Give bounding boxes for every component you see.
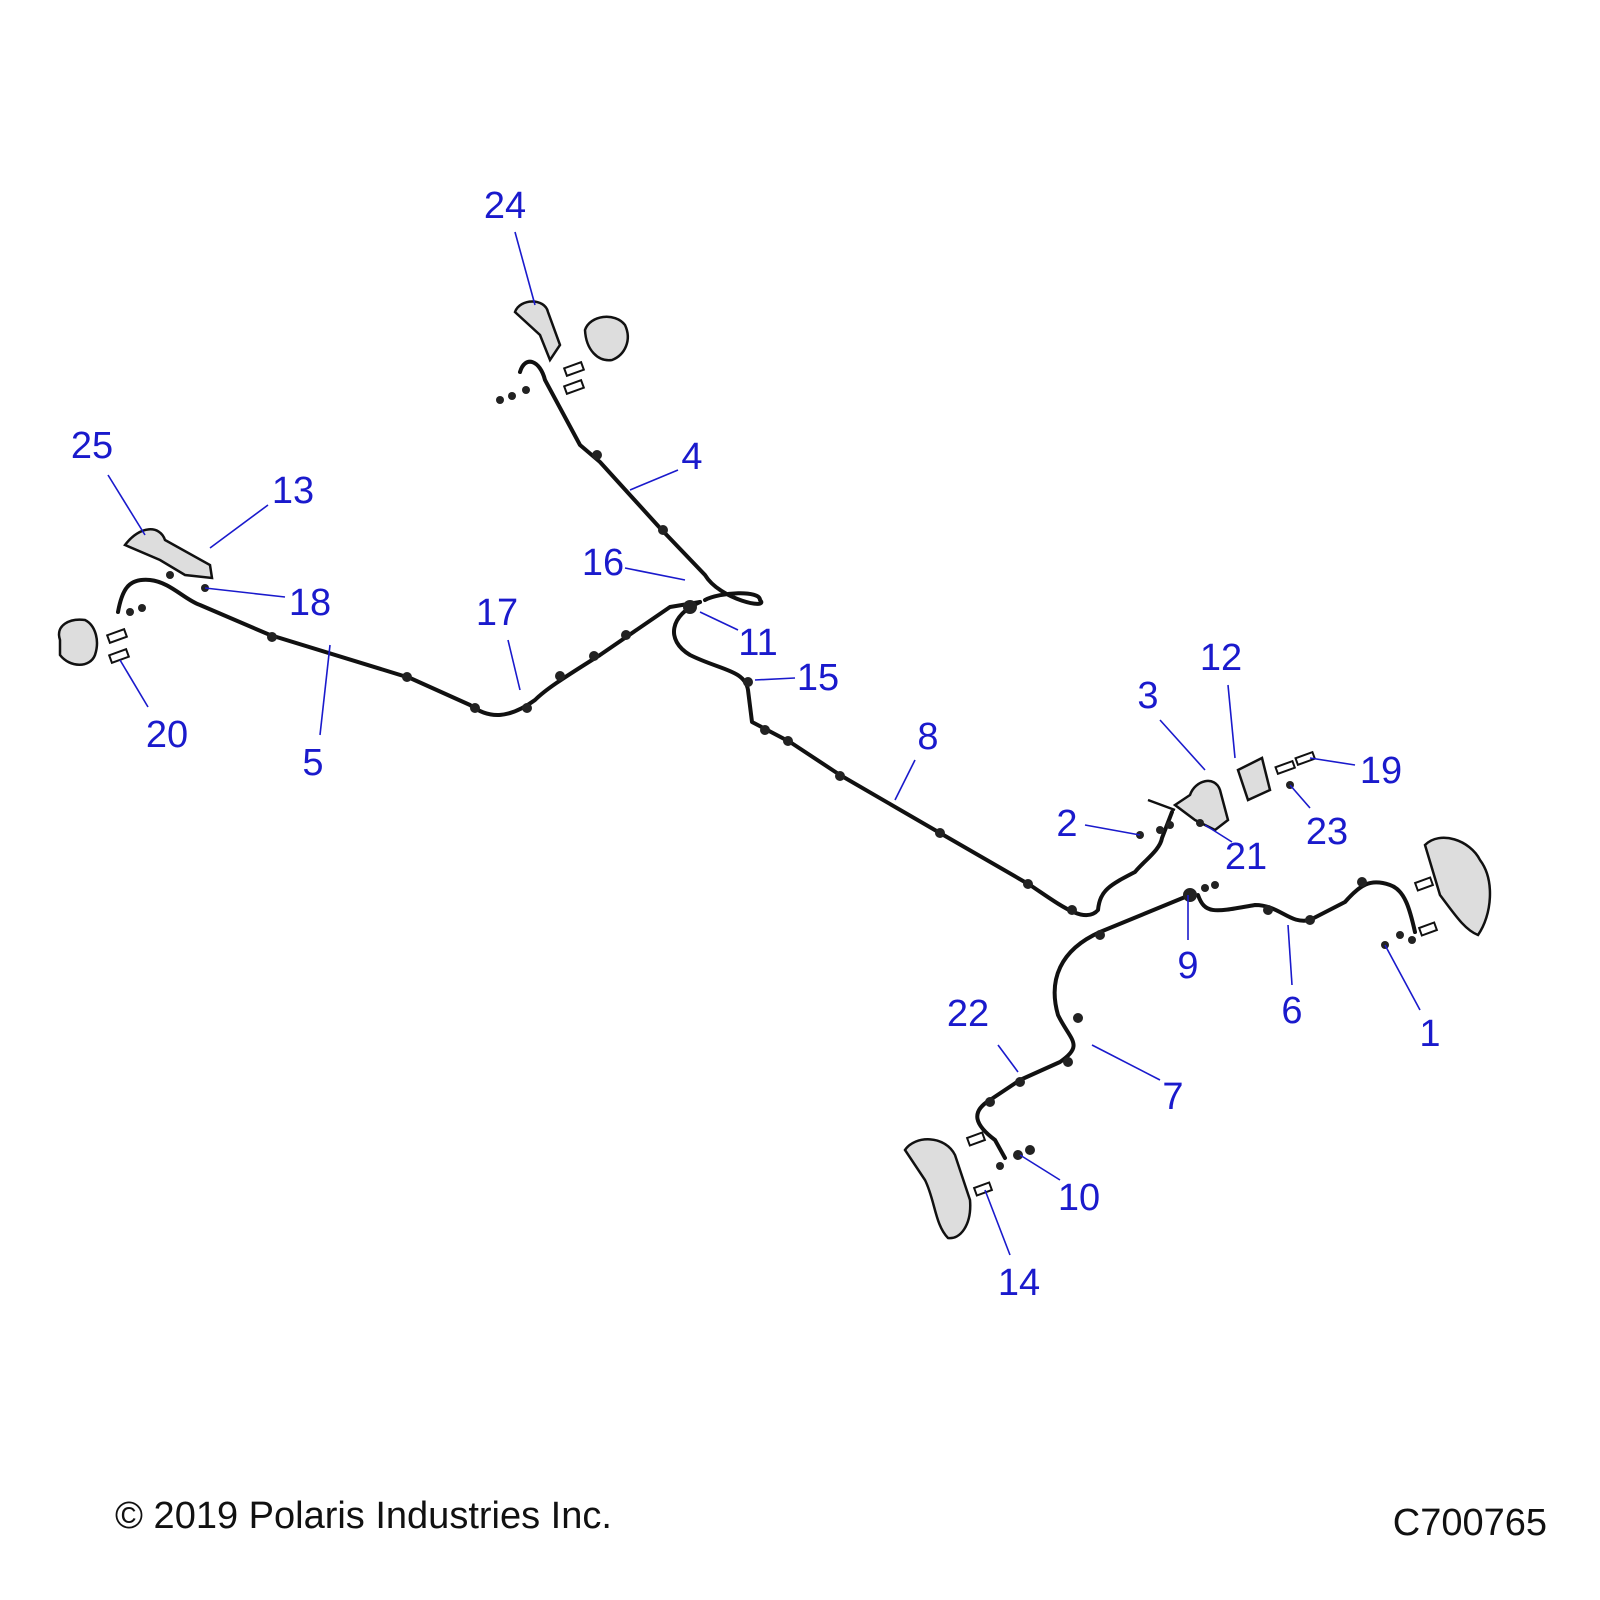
bracket-25 bbox=[123, 528, 214, 580]
callout-19: 19 bbox=[1360, 750, 1402, 792]
callout-4: 4 bbox=[681, 436, 702, 478]
callout-2: 2 bbox=[1056, 803, 1077, 845]
callout-17: 17 bbox=[476, 592, 518, 634]
callout-20: 20 bbox=[146, 714, 188, 756]
callout-10: 10 bbox=[1058, 1177, 1100, 1219]
callout-23: 23 bbox=[1306, 811, 1348, 853]
callout-labels: 1 2 3 4 5 6 7 8 9 10 11 12 13 14 15 16 1… bbox=[71, 185, 1441, 1304]
copyright-text: © 2019 Polaris Industries Inc. bbox=[115, 1495, 612, 1537]
brake-line-4 bbox=[518, 359, 764, 606]
master-cylinder-3 bbox=[1147, 779, 1230, 832]
callout-14: 14 bbox=[998, 1262, 1040, 1304]
callout-16: 16 bbox=[582, 542, 624, 584]
callout-21: 21 bbox=[1225, 836, 1267, 878]
fasteners bbox=[105, 360, 1439, 1197]
brake-line-7 bbox=[975, 893, 1192, 1160]
caliper-rear-right bbox=[1423, 836, 1492, 937]
bracket-24 bbox=[513, 300, 562, 363]
reservoir-12 bbox=[1236, 756, 1272, 802]
callout-11: 11 bbox=[738, 622, 777, 664]
callout-25: 25 bbox=[71, 425, 113, 467]
line-clips bbox=[267, 450, 1367, 1107]
callout-15: 15 bbox=[797, 657, 839, 699]
callout-22: 22 bbox=[947, 993, 989, 1035]
caliper-rear-left bbox=[903, 1138, 972, 1240]
callout-24: 24 bbox=[484, 185, 526, 227]
callout-9: 9 bbox=[1177, 945, 1198, 987]
callout-6: 6 bbox=[1281, 990, 1302, 1032]
caliper-front-left bbox=[57, 618, 99, 666]
brake-line-6 bbox=[1196, 880, 1417, 934]
callout-3: 3 bbox=[1137, 675, 1158, 717]
brake-line-8 bbox=[672, 600, 1174, 918]
brake-line-5 bbox=[116, 577, 702, 718]
callout-8: 8 bbox=[917, 716, 938, 758]
callout-leaders bbox=[107, 231, 1421, 1256]
caliper-front-right bbox=[583, 315, 629, 362]
drawing-id: C700765 bbox=[1392, 1502, 1547, 1544]
callout-12: 12 bbox=[1200, 637, 1242, 679]
callout-5: 5 bbox=[302, 742, 323, 784]
callout-18: 18 bbox=[289, 582, 331, 624]
callout-7: 7 bbox=[1162, 1076, 1183, 1118]
callout-1: 1 bbox=[1419, 1013, 1440, 1055]
callout-13: 13 bbox=[272, 470, 314, 512]
